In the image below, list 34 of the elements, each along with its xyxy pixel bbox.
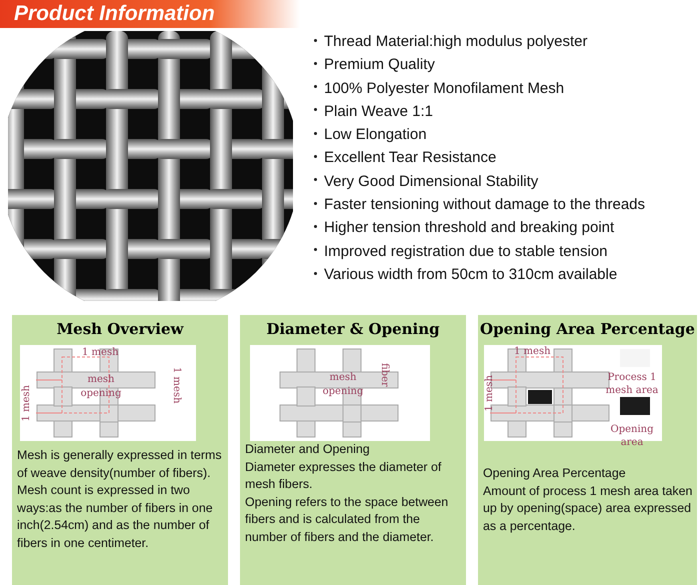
description-text: Mesh is generally expressed in terms of weave density(number of fibers). Mesh count is expressed in two ways:as the number of fibers in one inch(2.54cm) and as the number of fibers in one centimeter. <box>17 447 223 552</box>
description-text: Diameter and Opening <box>245 441 371 458</box>
figure-label: 1 mesh <box>21 385 33 422</box>
figure-label: fiber <box>378 363 390 387</box>
legend-text: Process 1 mesh area <box>604 371 660 397</box>
bullet-text: Very Good Dimensional Stability <box>314 170 646 194</box>
figure-label: 1 mesh <box>514 346 551 358</box>
bullet-text: Premium Quality <box>314 53 646 77</box>
info-panel <box>478 315 697 585</box>
bullet-text: Improved registration due to stable tension <box>314 240 646 263</box>
figure-label: mesh opening <box>80 373 122 401</box>
description-text: Opening refers to the space between fibers and is calculated from the number of fibers and the diameter. <box>245 494 450 546</box>
bullet-text: Various width from 50cm to 310cm available <box>314 262 646 286</box>
figure-label: 1 mesh <box>170 367 182 404</box>
bullet-text: Plain Weave 1:1 <box>314 100 646 124</box>
description-text: Diameter expresses the diameter of mesh fibers. <box>245 458 442 493</box>
panel-heading: Diameter & Opening <box>265 320 441 338</box>
bullet-text: Low Elongation <box>314 123 646 146</box>
panel-heading: Mesh Overview <box>56 320 185 338</box>
bullet-text: Excellent Tear Resistance <box>314 146 646 170</box>
panel-heading: Opening Area Percentage <box>479 320 696 338</box>
legend-text: Opening area <box>610 423 654 449</box>
info-panel <box>12 315 228 585</box>
figure-label: 1 mesh <box>82 347 119 359</box>
info-panel <box>240 315 466 585</box>
bullet-text: 100% Polyester Monofilament Mesh <box>314 76 646 100</box>
figure-label: 1 mesh <box>484 375 496 412</box>
bullet-text: Thread Material:high modulus polyester <box>314 30 646 54</box>
description-text: Amount of process 1 mesh area taken up by opening(space) area expressed as a percentage. <box>483 482 694 535</box>
bullet-text: Higher tension threshold and breaking point <box>314 216 646 240</box>
description-text: Opening Area Percentage <box>483 465 627 482</box>
page-title: Product Information <box>0 0 300 28</box>
bullet-text: Faster tensioning without damage to the threads <box>314 193 646 216</box>
figure-label: mesh opening <box>322 371 364 399</box>
